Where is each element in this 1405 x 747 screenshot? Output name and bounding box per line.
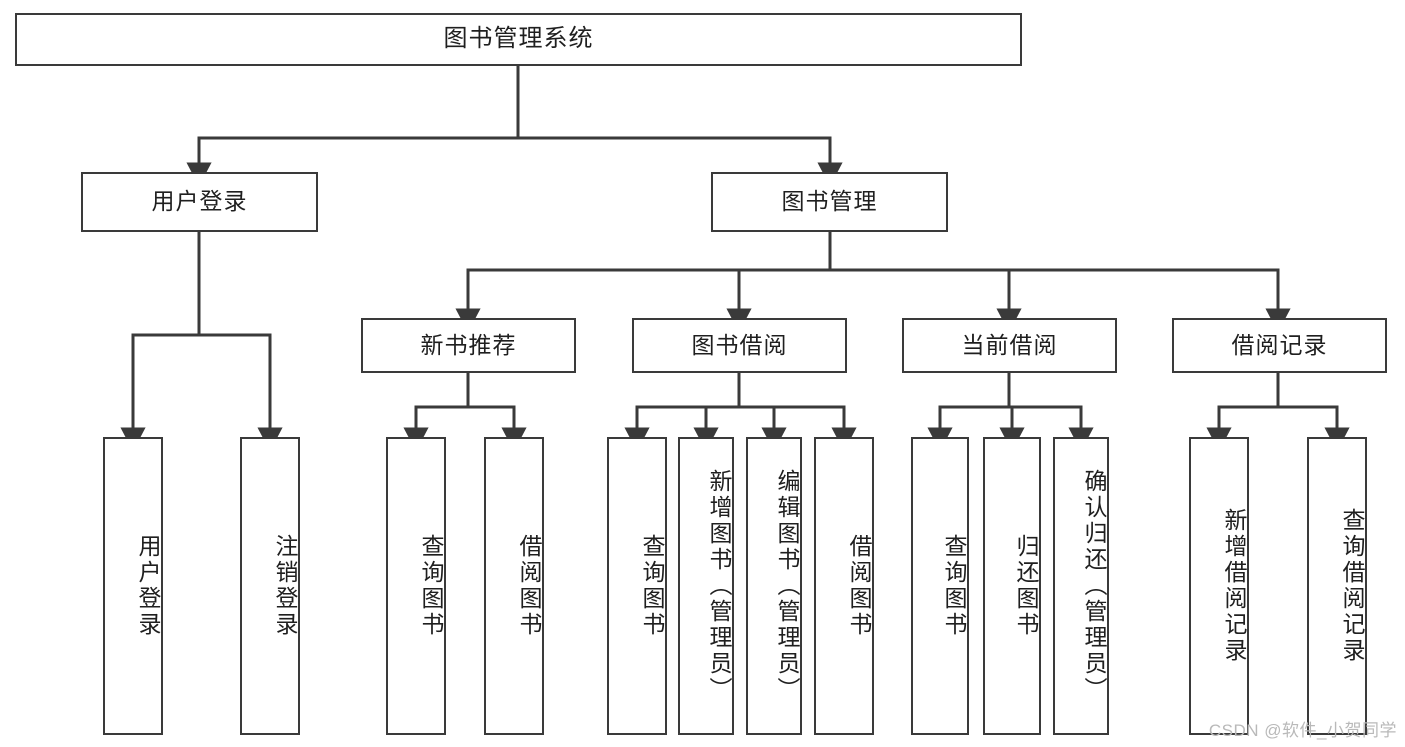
leaf-label: 查询图书	[639, 534, 665, 638]
node-leaf-borrow-book-2[interactable]: 借阅图书	[814, 437, 874, 735]
watermark-text: CSDN @软件_小贺同学	[1208, 721, 1397, 740]
node-leaf-user-logout[interactable]: 注销登录	[240, 437, 300, 735]
node-leaf-add-book-admin[interactable]: 新增图书（管理员）	[678, 437, 734, 735]
leaf-label: 借阅图书	[846, 534, 872, 638]
leaf-label: 确认归还（管理员）	[1081, 469, 1107, 703]
node-leaf-return-book[interactable]: 归还图书	[983, 437, 1041, 735]
leaf-label: 编辑图书（管理员）	[774, 469, 800, 703]
node-leaf-edit-book-admin[interactable]: 编辑图书（管理员）	[746, 437, 802, 735]
leaf-label: 新增图书（管理员）	[706, 469, 732, 703]
node-leaf-query-book-3[interactable]: 查询图书	[911, 437, 969, 735]
node-new-book-recommend[interactable]: 新书推荐	[361, 318, 576, 373]
node-borrow-record[interactable]: 借阅记录	[1172, 318, 1387, 373]
node-user-login[interactable]: 用户登录	[81, 172, 318, 232]
node-leaf-query-book-2[interactable]: 查询图书	[607, 437, 667, 735]
node-current-borrow[interactable]: 当前借阅	[902, 318, 1117, 373]
node-book-manage[interactable]: 图书管理	[711, 172, 948, 232]
node-leaf-query-book-1[interactable]: 查询图书	[386, 437, 446, 735]
node-leaf-add-borrow-record[interactable]: 新增借阅记录	[1189, 437, 1249, 735]
node-leaf-user-login[interactable]: 用户登录	[103, 437, 163, 735]
leaf-label: 借阅图书	[516, 534, 542, 638]
leaf-label: 查询借阅记录	[1339, 508, 1365, 664]
leaf-label: 归还图书	[1013, 534, 1039, 638]
node-leaf-query-borrow-record[interactable]: 查询借阅记录	[1307, 437, 1367, 735]
leaf-label: 查询图书	[941, 534, 967, 638]
node-leaf-confirm-return-admin[interactable]: 确认归还（管理员）	[1053, 437, 1109, 735]
node-leaf-borrow-book-1[interactable]: 借阅图书	[484, 437, 544, 735]
node-root-system[interactable]: 图书管理系统	[15, 13, 1022, 66]
leaf-label: 注销登录	[272, 534, 298, 638]
leaf-label: 查询图书	[418, 534, 444, 638]
node-book-borrow[interactable]: 图书借阅	[632, 318, 847, 373]
leaf-label: 新增借阅记录	[1221, 508, 1247, 664]
leaf-label: 用户登录	[135, 534, 161, 638]
